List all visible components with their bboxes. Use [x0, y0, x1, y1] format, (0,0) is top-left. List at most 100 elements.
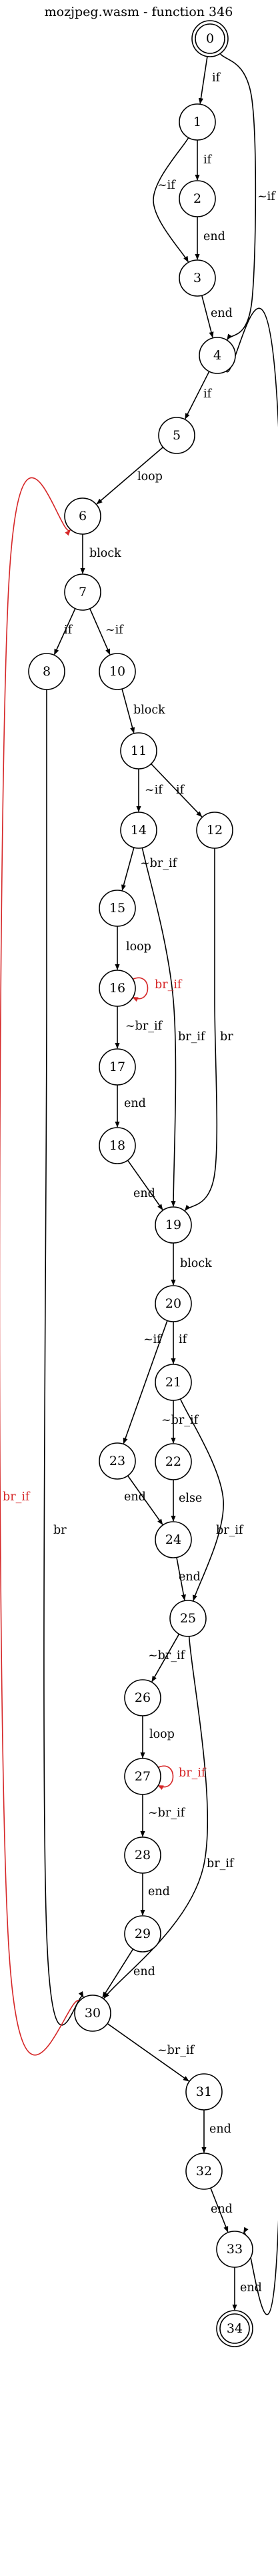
edge-label-0-to-4: ~if [257, 190, 276, 203]
node-1: 1 [179, 103, 216, 141]
edge-label-16-to-17: ~br_if [125, 1020, 163, 1033]
node-circle-4 [199, 337, 236, 374]
edge-label-10-to-11: block [133, 704, 165, 717]
node-circle-8 [28, 653, 65, 690]
node-circle-19 [155, 1206, 192, 1244]
node-circle-12 [196, 812, 233, 849]
node-34: 34 [216, 2310, 253, 2347]
node-label-31: 31 [196, 2085, 212, 2099]
edge-12-to-19 [184, 848, 218, 1211]
edge-label-6-to-7: block [89, 547, 121, 560]
node-label-23: 23 [109, 1454, 125, 1468]
node-circle-10 [99, 653, 136, 690]
edge-label-5-to-6: loop [137, 470, 163, 483]
edge-label-25-to-30: br_if [207, 1857, 235, 1870]
node-20: 20 [155, 1285, 192, 1322]
edge-label-15-to-16: loop [126, 940, 151, 954]
node-circle-23 [99, 1442, 136, 1480]
edge-label-23-to-24: end [124, 1490, 146, 1504]
node-label-8: 8 [43, 664, 51, 679]
node-22: 22 [155, 1443, 192, 1480]
node-label-5: 5 [173, 428, 181, 443]
edge-11-to-12 [151, 763, 203, 818]
edge-label-27-to-28: ~br_if [148, 1806, 186, 1820]
node-33: 33 [216, 2231, 253, 2268]
node-18: 18 [99, 1127, 136, 1164]
edge-24-to-25 [176, 1557, 186, 1601]
node-16: 16 [99, 970, 136, 1007]
node-3: 3 [179, 259, 216, 297]
node-label-0: 0 [206, 31, 214, 46]
edge-label-3-to-4: end [211, 307, 233, 320]
node-label-10: 10 [109, 664, 125, 679]
node-circle-2 [179, 180, 216, 217]
node-circle-0 [191, 20, 229, 57]
edge-label-4-to-5: if [203, 387, 213, 401]
node-label-15: 15 [109, 901, 125, 916]
edge-label-7-to-8: if [64, 623, 73, 637]
node-label-20: 20 [165, 1296, 181, 1311]
edge-label-25-to-26: ~br_if [148, 1649, 186, 1662]
node-2: 2 [179, 180, 216, 217]
node-label-16: 16 [109, 981, 125, 996]
node-circle-21 [155, 1364, 192, 1401]
node-label-25: 25 [180, 1611, 196, 1626]
edge-label-30-to-31: ~br_if [157, 2044, 195, 2057]
edge-8-to-30 [43, 690, 84, 2026]
edge-label-19-to-20: block [180, 1257, 212, 1270]
edge-label-27-to-27: br_if [179, 1766, 207, 1780]
edge-label-16-to-16: br_if [155, 978, 183, 992]
node-19: 19 [155, 1206, 192, 1244]
node-inner-ring-34 [219, 2313, 250, 2344]
node-21: 21 [155, 1364, 192, 1401]
node-label-7: 7 [79, 585, 87, 599]
edge-label-21-to-25: br_if [216, 1524, 244, 1537]
node-label-34: 34 [227, 2321, 243, 2336]
edge-29-to-30 [102, 1949, 134, 1999]
node-5: 5 [158, 417, 195, 454]
node-label-12: 12 [207, 823, 223, 838]
edge-label-14-to-15: ~br_if [140, 857, 178, 870]
edge-25-to-26 [151, 1634, 180, 1682]
edge-14-to-19 [141, 848, 177, 1207]
edge-30-to-31 [107, 2023, 189, 2082]
node-circle-14 [120, 812, 157, 849]
node-label-27: 27 [135, 1769, 151, 1784]
edge-label-24-to-25: end [179, 1570, 201, 1584]
node-12: 12 [196, 812, 233, 849]
node-label-4: 4 [213, 348, 221, 363]
edge-0-to-4 [219, 53, 257, 341]
node-29: 29 [124, 1915, 161, 1953]
node-circle-25 [169, 1600, 207, 1637]
node-24: 24 [155, 1521, 192, 1558]
edge-16-to-16 [132, 977, 149, 1002]
node-label-11: 11 [131, 744, 147, 758]
edge-label-32-to-33: end [211, 2203, 233, 2216]
edge-label-14-to-19: br_if [178, 1030, 206, 1044]
edge-label-26-to-27: loop [149, 1728, 175, 1741]
edge-label-7-to-10: ~if [105, 623, 124, 637]
node-label-2: 2 [193, 191, 201, 206]
node-14: 14 [120, 812, 157, 849]
node-circle-33 [216, 2231, 253, 2268]
edge-3-to-4 [201, 295, 214, 338]
node-circle-17 [99, 1048, 136, 1086]
edge-label-30-to-6: br_if [3, 1490, 31, 1504]
edge-30-to-6 [0, 477, 80, 2056]
node-circle-3 [179, 259, 216, 297]
edge-label-33-to-34: end [240, 2281, 262, 2295]
node-15: 15 [99, 890, 136, 927]
node-11: 11 [120, 732, 157, 770]
edge-label-18-to-19: end [133, 1187, 155, 1200]
edge-21-to-25 [179, 1398, 224, 1602]
edge-20-to-23 [123, 1320, 168, 1444]
edge-0-to-1 [198, 56, 208, 105]
node-circle-5 [158, 417, 195, 454]
node-circle-27 [124, 1758, 161, 1795]
node-circle-28 [124, 1836, 161, 1874]
node-circle-7 [64, 573, 101, 611]
node-27: 27 [124, 1758, 161, 1795]
node-circle-6 [64, 497, 101, 535]
